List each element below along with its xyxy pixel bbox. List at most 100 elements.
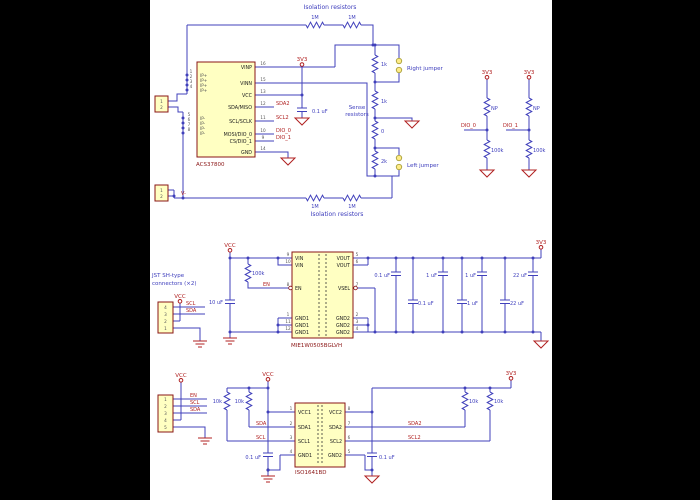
cap-value: 10 uF (209, 300, 223, 306)
isolation-barrier (318, 254, 327, 336)
pin-name: GND2 (336, 323, 350, 329)
acs37800-refname: ACS37800 (196, 162, 225, 168)
pin-number: 10 (285, 259, 291, 264)
en-pin-bubble (288, 285, 293, 291)
pin-number: 3 (164, 312, 167, 317)
net-label-vminus: V- (181, 191, 186, 197)
pin-number: 1 (190, 69, 193, 74)
net-label-dio0: DIO_0 (276, 128, 291, 134)
resistor-value: 0 (381, 129, 384, 135)
pin-name: SCL1 (298, 439, 310, 445)
pin-name: SDA/MISO (228, 105, 252, 111)
resistor-value: 10k (213, 399, 222, 405)
pin-number: 7 (348, 421, 351, 426)
pin-number: 5 (188, 112, 191, 117)
pin-number: 3 (164, 411, 167, 416)
jumper-pads (395, 57, 403, 171)
pin-number: 8 (188, 127, 191, 132)
pin-name: IP+ (200, 88, 208, 93)
junction-dots-bottom (247, 386, 492, 472)
pin-name: GND2 (328, 453, 342, 459)
pin-name: GND2 (336, 330, 350, 336)
cap-value: 0.1 uF (312, 109, 328, 115)
cap-value: 22 uF (513, 273, 527, 279)
resistor-value: NP (533, 106, 540, 112)
pin-number: 6 (348, 435, 351, 440)
net-label-scl: SCL (190, 400, 200, 406)
pin-name: SCL2 (330, 439, 342, 445)
pin-number: 4 (164, 305, 167, 310)
resistor-value: 10k (494, 399, 503, 405)
pin-number: 15 (260, 77, 266, 82)
pin-name: VIN (295, 263, 304, 269)
net-label-scl2: SCL2 (408, 435, 421, 441)
right-jumper-pad (395, 57, 403, 65)
pin-name: GND1 (295, 316, 309, 322)
pin-name: CS/DIO_1 (230, 139, 252, 145)
pin-name: EN (295, 286, 302, 292)
cap-value: 1 uF (467, 301, 478, 307)
net-label-sda: SDA (190, 407, 201, 413)
pin-number: 1 (164, 326, 167, 331)
left-jumper-pad (395, 163, 403, 171)
pin-number: 1 (164, 397, 167, 402)
net-label-dio0: DIO_0 (461, 123, 476, 129)
pin-number: 2 (356, 312, 359, 317)
jst-note: connectors (×2) (152, 281, 197, 287)
cap-value: 22 uF (510, 301, 524, 307)
pin-number: 1 (287, 312, 290, 317)
pin-number: 5 (356, 252, 359, 257)
isolation-barrier (317, 405, 323, 465)
resistor-value: 1M (311, 15, 319, 21)
pin-name: VINP (241, 65, 252, 71)
pin-number: 1 (160, 99, 163, 104)
power-net-3v3: 3V3 (524, 70, 535, 76)
pin-number: 16 (260, 61, 266, 66)
pin-name: VCC2 (329, 410, 342, 416)
pin-name: IP+ (200, 83, 208, 88)
pin-name: IP- (200, 131, 206, 136)
pin-number: 6 (188, 117, 191, 122)
resistor-value: 1M (348, 15, 356, 21)
power-net-3v3: 3V3 (536, 240, 547, 246)
iso1641bd-body (294, 402, 346, 468)
pin-number: 5 (348, 449, 351, 454)
isolation-resistors-label-bottom: Isolation resistors (311, 211, 364, 218)
pin-number: 9 (262, 135, 265, 140)
acs37800-body (196, 61, 256, 158)
pin-number: 3 (356, 319, 359, 324)
pin-number: 9 (287, 252, 290, 257)
pin-name: VSEL (338, 286, 350, 292)
cap-value: 1 uF (426, 273, 437, 279)
pin-name: GND (241, 150, 252, 156)
power-net-vcc: VCC (224, 243, 236, 249)
power-net-3v3: 3V3 (506, 371, 517, 377)
pin-number: 1 (290, 406, 293, 411)
resistor-value: 100k (252, 271, 265, 277)
pin-number: 4 (290, 449, 293, 454)
pin-name: GND1 (295, 330, 309, 336)
pin-number: 12 (260, 101, 266, 106)
pin-name: SCL/SCLK (229, 119, 253, 125)
pin-name: VOUT (337, 256, 350, 262)
pin-number: 2 (290, 421, 293, 426)
pin-name: MOSI/DIO_0 (224, 132, 252, 138)
net-label-en: EN (190, 393, 197, 399)
power-net-vcc: VCC (262, 372, 274, 378)
resistor-value: 100k (533, 148, 546, 154)
net-label-dio1: DIO_1 (503, 123, 518, 129)
pin-number: 5 (164, 425, 167, 430)
pin-name: GND1 (298, 453, 312, 459)
resistor-value: 100k (491, 148, 504, 154)
resistor-value: 10k (469, 399, 478, 405)
pin-number: 6 (356, 259, 359, 264)
top-section: Isolation resistors 1M 1M 1M 1M Isolatio… (154, 4, 546, 218)
pin-name: IP- (200, 126, 206, 131)
pin-number: 4 (190, 84, 193, 89)
iso-refname: ISO1641BD (295, 470, 326, 476)
wires-bottom (173, 380, 512, 476)
pin-number: 3 (190, 79, 193, 84)
power-net-vcc: VCC (175, 373, 187, 379)
cap-value: 0.1 uF (418, 301, 434, 307)
